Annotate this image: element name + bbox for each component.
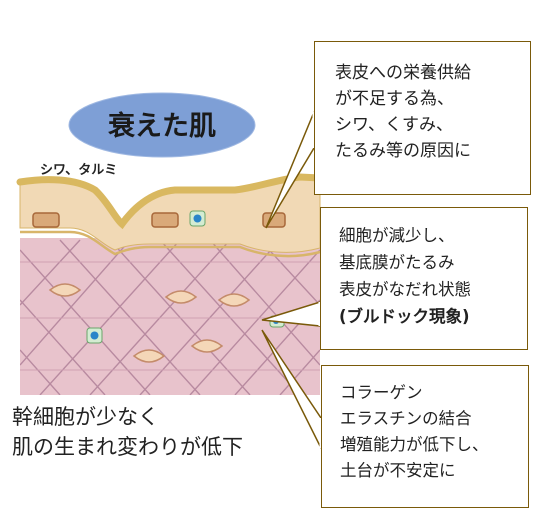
stem-cell-caption: 幹細胞が少なく 肌の生まれ変わりが低下 [12,402,243,462]
callout-line: たるみ等の原因に [335,141,471,161]
basement-membrane [20,230,321,258]
basal-cell [151,212,179,228]
title-text: 衰えた肌 [108,110,216,142]
title-ellipse [68,92,256,158]
fibroblast-cell [164,290,198,304]
callout-line-bold: (ブルドック現象) [339,307,470,326]
caption-line: 肌の生まれ変わりが低下 [12,435,243,459]
stem-cell-epidermis [189,210,206,227]
callout-line: コラーゲン [340,383,423,402]
fibroblast-cells [48,283,251,363]
callout-nutrient-supply: 表皮への栄養供給 が不足する為、 シワ、くすみ、 たるみ等の原因に [314,41,531,195]
callout-collagen-elastin: コラーゲン エラスチンの結合 増殖能力が低下し、 土台が不安定に [321,365,529,508]
callout-basement-membrane: 細胞が減少し、 基底膜がたるみ 表皮がなだれ状態 (ブルドック現象) [320,207,528,350]
callout-line: が不足する為、 [335,89,454,109]
basal-cell [32,212,60,228]
callout-line: 細胞が減少し、 [339,226,455,245]
wrinkle-sag-label: シワ、タルミ [40,163,117,178]
callout-line: エラスチンの結合 [340,409,472,428]
callout-line: 基底膜がたるみ [339,253,455,272]
skin-surface-line [16,173,324,230]
dermis-layer [20,238,320,395]
callout-line: 表皮がなだれ状態 [339,280,471,299]
fibroblast-cell [190,339,224,353]
fibroblast-cell [132,349,166,363]
callout-line: 増殖能力が低下し、 [340,435,489,454]
stem-cell [86,327,103,344]
callout-line: 表皮への栄養供給 [335,63,471,83]
callout-line: シワ、くすみ、 [335,115,453,135]
fibroblast-cell [48,283,82,297]
fibroblast-cell [217,293,251,307]
callout-line: 土台が不安定に [340,461,456,480]
caption-line: 幹細胞が少なく [12,405,159,429]
